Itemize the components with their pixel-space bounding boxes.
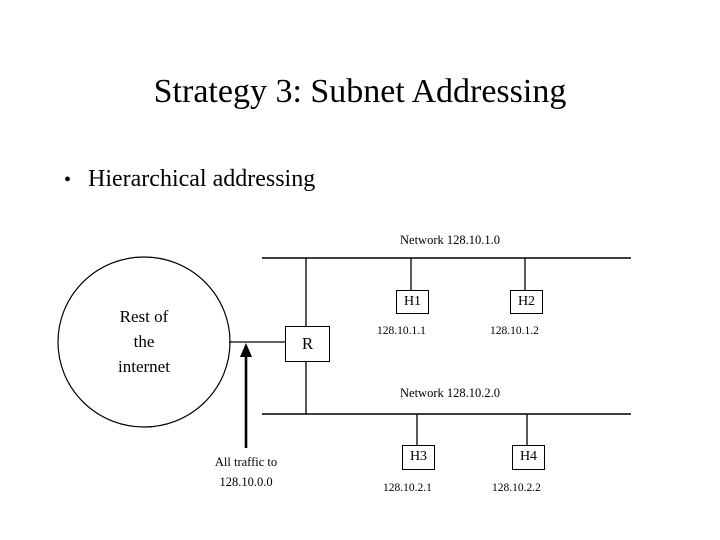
host-node-H3-label: H3 xyxy=(409,449,428,464)
internet-cloud-label-line2: the xyxy=(133,332,155,351)
router-label: R xyxy=(301,334,314,353)
host-node-H3[interactable]: H3 xyxy=(402,445,435,470)
network-1-label: Network 128.10.1.0 xyxy=(400,233,500,247)
internet-cloud-label: Rest of the internet xyxy=(62,304,226,379)
host-H1-ip-label: 128.10.1.1 xyxy=(377,325,426,337)
host-node-H2[interactable]: H2 xyxy=(510,290,543,314)
host-H3-ip-label: 128.10.2.1 xyxy=(383,482,432,494)
internet-cloud-label-line3: internet xyxy=(118,357,170,376)
host-node-H4-label: H4 xyxy=(519,449,538,464)
traffic-annotation: All traffic to 128.10.0.0 xyxy=(176,452,316,492)
page-title: Strategy 3: Subnet Addressing xyxy=(153,73,567,110)
bullet-item-label: Hierarchical addressing xyxy=(88,166,316,192)
bullet-list-item: • Hierarchical addressing xyxy=(64,164,315,195)
host-node-H1[interactable]: H1 xyxy=(396,290,429,314)
traffic-annotation-line2: 128.10.0.0 xyxy=(219,475,273,489)
router-node-R[interactable]: R xyxy=(285,326,330,362)
host-H4-ip-label: 128.10.2.2 xyxy=(492,482,541,494)
host-H2-ip-label: 128.10.1.2 xyxy=(490,325,539,337)
network-2-label: Network 128.10.2.0 xyxy=(400,386,500,400)
host-node-H2-label: H2 xyxy=(517,294,536,309)
host-node-H1-label: H1 xyxy=(403,294,422,309)
traffic-arrow-head xyxy=(240,343,252,357)
internet-cloud-label-line1: Rest of xyxy=(119,307,169,326)
traffic-annotation-line1: All traffic to xyxy=(214,455,278,469)
host-node-H4[interactable]: H4 xyxy=(512,445,545,470)
bullet-point-icon: • xyxy=(64,169,72,191)
